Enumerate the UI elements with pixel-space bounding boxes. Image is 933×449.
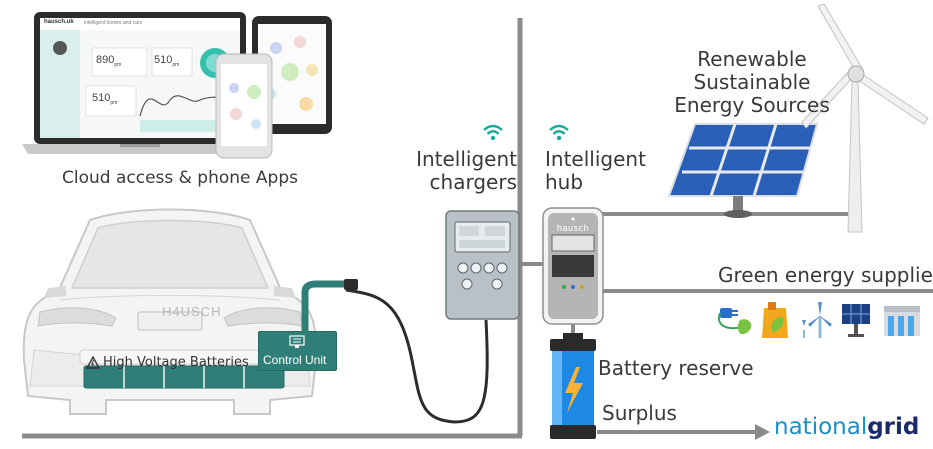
control-unit-icon	[289, 335, 305, 348]
control-unit: Control Unit	[258, 331, 337, 371]
intelligent-charger	[445, 210, 520, 320]
control-unit-label: Control Unit	[263, 353, 327, 367]
hub-label: Intelligent hub	[545, 147, 646, 194]
battery-reserve-label: Battery reserve	[598, 356, 754, 380]
biofuel-icon	[762, 302, 788, 338]
solar-panel	[665, 120, 825, 220]
laptop-stat-3: 510pm	[92, 92, 118, 107]
green-energy-icons	[717, 300, 928, 340]
charger-label: Intelligent chargers	[416, 147, 517, 194]
wind-turbine	[800, 0, 933, 235]
devices-illustration: hausch.uk intelligent homes and cars 890…	[20, 8, 340, 168]
laptop-brand: hausch.uk	[44, 19, 74, 25]
wind-icon	[802, 302, 832, 338]
surplus-label: Surplus	[602, 401, 677, 425]
hub-wifi-icon	[549, 124, 569, 141]
battery-reserve	[545, 333, 600, 441]
laptop-stat-2: 510pm	[154, 54, 180, 69]
laptop-stat-1: 890pm	[96, 54, 122, 69]
high-voltage-label: High Voltage Batteries	[86, 355, 249, 370]
hydro-icon	[884, 306, 920, 336]
license-plate: H4USCH	[162, 304, 222, 319]
intelligent-hub: hausch	[542, 207, 604, 325]
plug-leaf-icon	[717, 308, 752, 335]
solar-icon	[842, 304, 870, 337]
warning-icon	[86, 356, 100, 369]
national-grid-logo: nationalgrid	[774, 414, 920, 440]
cloud-apps-label: Cloud access & phone Apps	[62, 168, 298, 188]
hub-brand: hausch	[557, 223, 590, 233]
renewable-label: Renewable Sustainable Energy Sources	[674, 47, 830, 117]
laptop-gauge: 84%	[228, 67, 239, 73]
laptop-tagline: intelligent homes and cars	[84, 20, 143, 26]
green-supplier-label: Green energy supplier	[718, 263, 933, 287]
charger-wifi-icon	[483, 124, 503, 141]
